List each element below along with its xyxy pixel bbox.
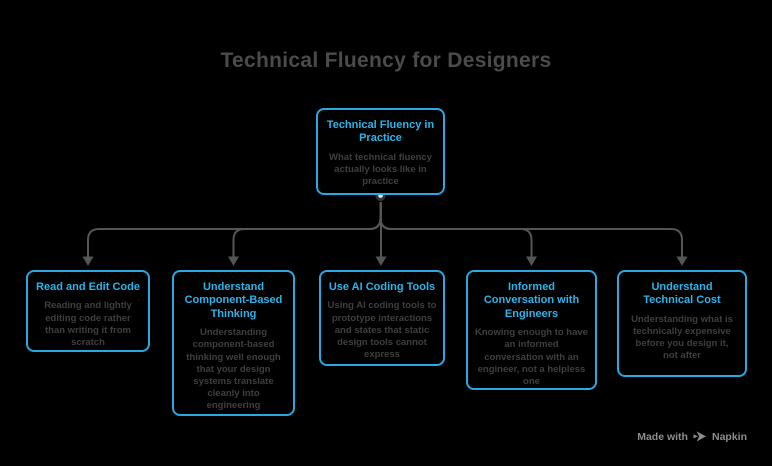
connector-line (379, 202, 533, 257)
node-understand-technical-cost[interactable]: Understand Technical Cost Understanding … (617, 270, 747, 377)
node-title: Understand Technical Cost (643, 281, 721, 307)
node-informed-conversation-with-engineers[interactable]: Informed Conversation with Engineers Kno… (466, 270, 597, 390)
node-description: Understanding component-based thinking w… (186, 327, 281, 412)
brand-label: Napkin (711, 430, 747, 443)
connector-line (87, 202, 382, 257)
node-understand-component-based-thinking[interactable]: Understand Component-Based Thinking Unde… (172, 270, 295, 416)
node-description: Reading and lightly editing code rather … (44, 300, 132, 348)
node-title: Informed Conversation with Engineers (483, 281, 580, 320)
node-title: Technical Fluency in Practice (326, 119, 435, 145)
diagram-title: Technical Fluency for Designers (220, 49, 552, 72)
node-use-ai-coding-tools[interactable]: Use AI Coding Tools Using AI coding tool… (319, 270, 445, 366)
node-description: Knowing enough to have an informed conve… (475, 327, 588, 387)
node-title: Understand Component-Based Thinking (184, 281, 283, 320)
arrow-down-icon (82, 256, 688, 266)
node-description: Using AI coding tools to prototype inter… (327, 300, 437, 361)
napkin-attribution[interactable]: Made with Napkin (637, 430, 747, 443)
node-description: Understanding what is technically expens… (631, 313, 733, 362)
connector-line (379, 202, 683, 257)
napkin-logo-icon (693, 431, 706, 442)
node-description: What technical fluency actually looks li… (329, 151, 432, 188)
node-technical-fluency-in-practice[interactable]: Technical Fluency in Practice What techn… (316, 108, 445, 195)
connector-line (232, 202, 382, 257)
node-read-and-edit-code[interactable]: Read and Edit Code Reading and lightly e… (26, 270, 150, 352)
made-with-label: Made with (637, 430, 688, 443)
node-title: Use AI Coding Tools (328, 281, 436, 293)
node-title: Read and Edit Code (36, 281, 140, 293)
